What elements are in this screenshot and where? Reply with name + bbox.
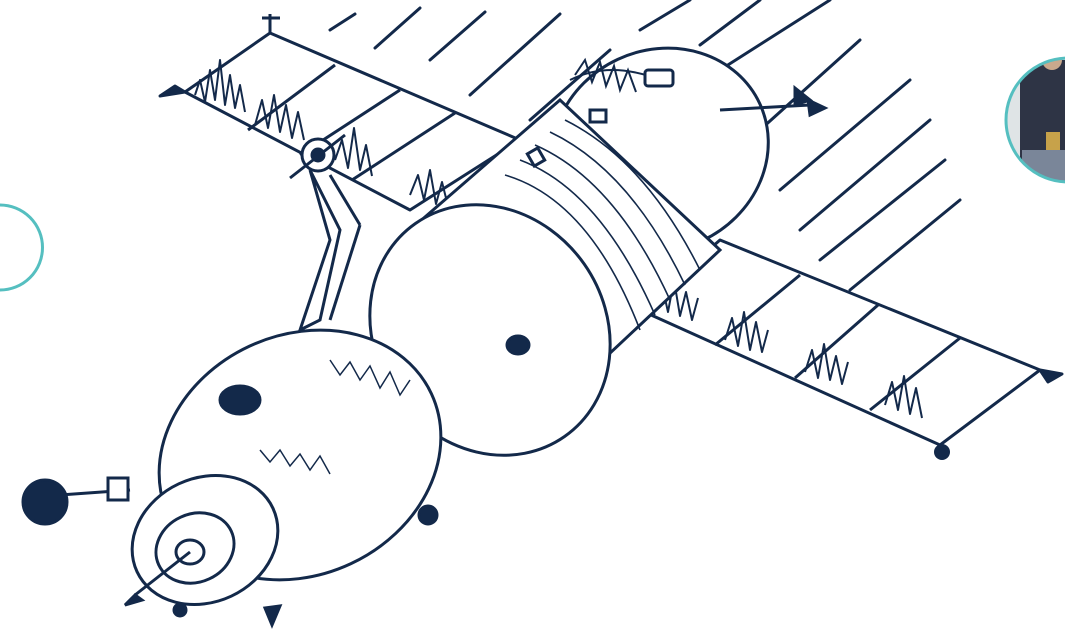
descent-module bbox=[21, 328, 443, 629]
antenna-arm bbox=[289, 133, 362, 333]
left-accent-arc bbox=[0, 203, 44, 292]
right-solar-panel bbox=[638, 238, 1064, 460]
photo-thumbnail-icon bbox=[1004, 56, 1065, 184]
motion-lines bbox=[328, 0, 962, 292]
